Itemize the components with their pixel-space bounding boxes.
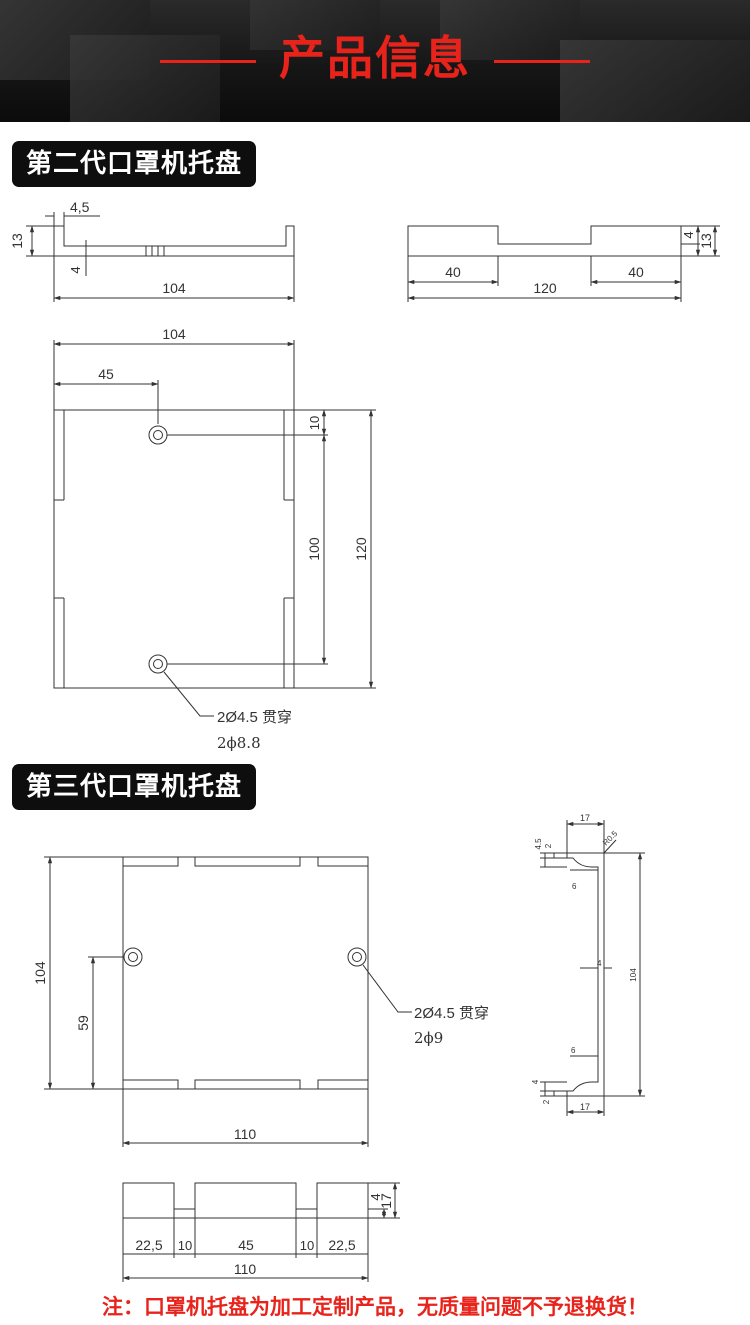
dim-gen3-height: 104 (32, 961, 48, 985)
dim-gen3-sec-inner: 6 (572, 882, 577, 891)
dim-gen2-hole-offset: 45 (98, 366, 114, 382)
section-badge-gen3: 第三代口罩机托盘 (12, 764, 257, 810)
dim-gen3-front-c: 45 (238, 1237, 254, 1253)
dim-gen2-plan-width: 104 (162, 326, 186, 342)
banner-cube (440, 0, 580, 60)
dim-gen3-sec-b2: 2 (542, 1099, 551, 1104)
dim-gen3-hole-offset: 59 (75, 1015, 91, 1031)
dim-gen3-sec-t1: 4.5 (534, 838, 543, 850)
dim-gen2-base: 4 (68, 266, 83, 273)
dim-gen3-front-height: 17 (378, 1193, 394, 1209)
dim-gen2-end-right: 40 (628, 264, 644, 280)
dim-gen3-sec-height: 104 (629, 968, 638, 982)
dim-gen3-front-base: 4 (368, 1193, 383, 1200)
dim-gen2-total-length: 120 (353, 537, 369, 561)
callout-gen2-line1: 2Ø4.5 贯穿 (217, 709, 292, 726)
gen2-end-profile (407, 225, 720, 302)
gen2-side-profile (26, 212, 295, 302)
banner-cube (70, 35, 220, 122)
dim-gen2-end-height: 13 (698, 233, 714, 249)
dim-gen3-front-b: 10 (178, 1238, 192, 1253)
dim-gen2-height: 13 (9, 233, 25, 249)
dim-gen2-end-base: 4 (681, 231, 696, 238)
callout-gen3-line2: 2ϕ9 (414, 1029, 443, 1047)
title-rule-left (160, 60, 256, 63)
gen3-front-view (122, 1182, 400, 1282)
dim-gen2-length: 104 (162, 280, 186, 296)
dim-gen2-end-total: 120 (533, 280, 557, 296)
callout-gen2-line2: 2ϕ8.8 (217, 734, 261, 752)
banner-cube (560, 40, 750, 122)
dim-gen3-width: 110 (234, 1126, 257, 1142)
dim-gen3-front-d: 10 (300, 1238, 314, 1253)
dim-gen3-sec-web: 4 (597, 959, 602, 968)
dim-gen3-front-total: 110 (234, 1261, 257, 1277)
gen2-plan-view (53, 340, 376, 717)
dim-gen3-front-e: 22,5 (328, 1237, 355, 1253)
banner-cube (250, 0, 380, 50)
dim-gen2-top-margin: 10 (307, 416, 322, 430)
callout-gen3-line1: 2Ø4.5 贯穿 (414, 1005, 489, 1022)
header-banner: 产品信息 (0, 0, 750, 122)
dim-gen2-hole-spacing: 100 (306, 537, 322, 561)
title-rule-right (494, 60, 590, 63)
section-badge-gen2: 第二代口罩机托盘 (12, 141, 257, 187)
gen3-plan-view (44, 856, 412, 1147)
dim-gen2-thickness: 4,5 (70, 199, 90, 215)
dim-gen3-sec-bottom-width: 17 (580, 1102, 590, 1112)
page-title: 产品信息 (279, 31, 471, 85)
dim-gen3-sec-top-width: 17 (580, 813, 590, 823)
dim-gen3-sec-b1: 4 (531, 1079, 540, 1084)
dim-gen3-sec-inner2: 6 (571, 1046, 576, 1055)
footer-note: 注：口罩机托盘为加工定制产品，无质量问题不予退换货！ (102, 1295, 648, 1319)
gen3-cross-section (540, 820, 645, 1116)
dim-gen2-end-left: 40 (445, 264, 461, 280)
dim-gen3-sec-t2: 2 (544, 843, 553, 848)
dim-gen3-front-a: 22,5 (135, 1237, 162, 1253)
